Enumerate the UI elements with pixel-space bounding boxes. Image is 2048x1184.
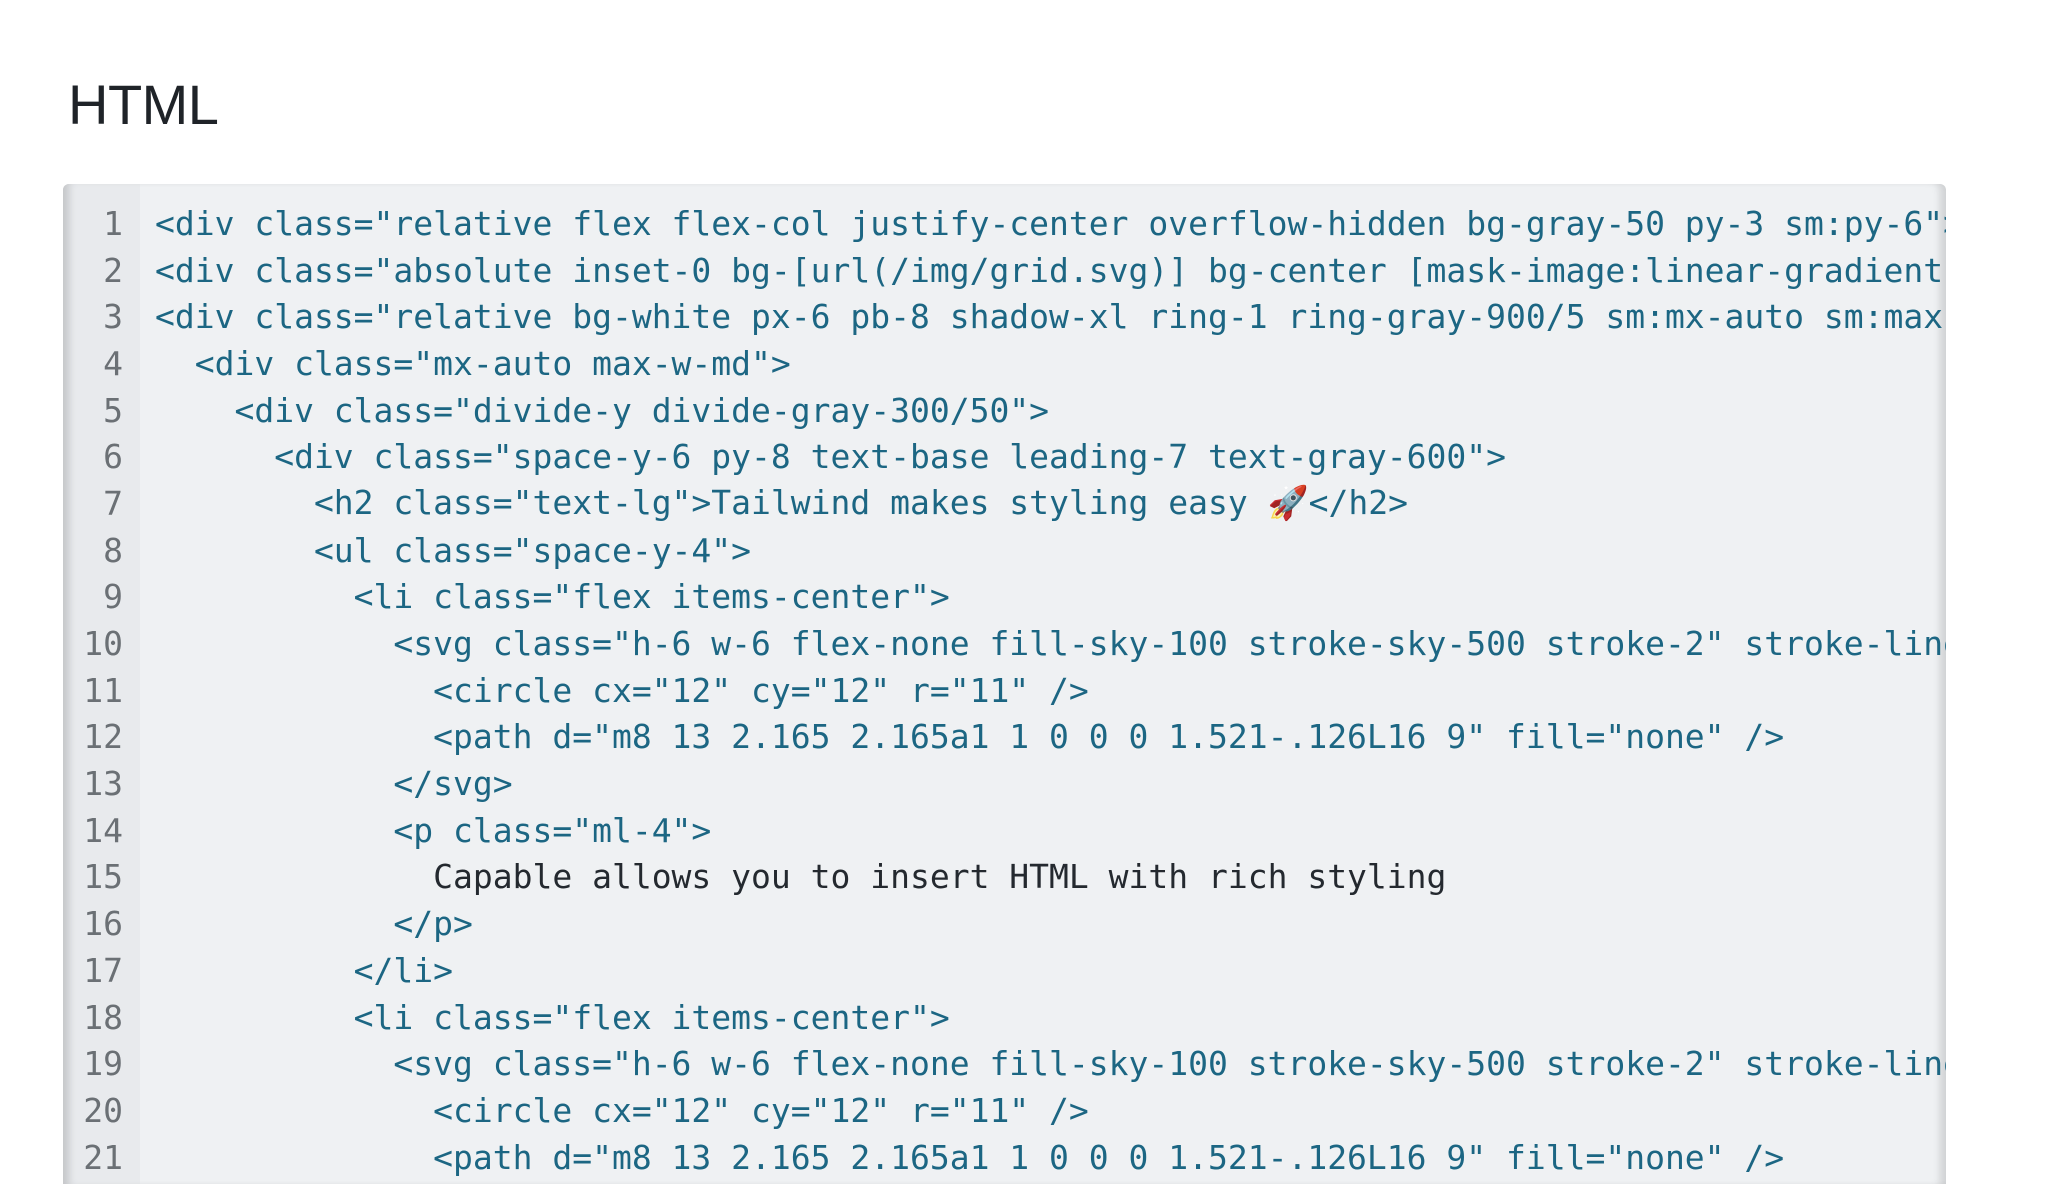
code-text: <svg class="h-6 w-6 flex-none fill-sky-1…	[155, 624, 1946, 664]
code-text: <div class="space-y-6 py-8 text-base lea…	[155, 437, 1507, 477]
line-number: 21	[83, 1137, 123, 1177]
code-text: </p>	[155, 904, 473, 944]
code-text: <div class="absolute inset-0 bg-[url(/im…	[155, 250, 1946, 290]
line-number: 2	[103, 250, 123, 290]
code-line: 3 <div class="relative bg-white px-6 pb-8…	[63, 293, 1946, 340]
line-number: 3	[103, 297, 123, 337]
line-number: 15	[83, 857, 123, 897]
code-line: 18 <li class="flex items-center">	[63, 994, 1946, 1041]
line-number: 8	[103, 530, 123, 570]
line-number: 11	[83, 670, 123, 710]
code-block[interactable]: 1 <div class="relative flex flex-col just…	[63, 184, 1946, 1184]
code-line: 9 <li class="flex items-center">	[63, 574, 1946, 621]
line-number: 14	[83, 810, 123, 850]
code-line: 10 <svg class="h-6 w-6 flex-none fill-sk…	[63, 620, 1946, 667]
code-text: <h2 class="text-lg">Tailwind makes styli…	[155, 483, 1409, 523]
code-line: 4 <div class="mx-auto max-w-md">	[63, 340, 1946, 387]
code-line: 6 <div class="space-y-6 py-8 text-base l…	[63, 433, 1946, 480]
code-line: 14 <p class="ml-4">	[63, 807, 1946, 854]
section-title: HTML	[68, 73, 219, 136]
code-line: 20 <circle cx="12" cy="12" r="11" />	[63, 1087, 1946, 1134]
line-number: 10	[83, 624, 123, 664]
code-line: 2 <div class="absolute inset-0 bg-[url(/i…	[63, 247, 1946, 294]
code-line: 12 <path d="m8 13 2.165 2.165a1 1 0 0 0 …	[63, 714, 1946, 761]
code-line: 21 <path d="m8 13 2.165 2.165a1 1 0 0 0 …	[63, 1134, 1946, 1181]
code-text: <path d="m8 13 2.165 2.165a1 1 0 0 0 1.5…	[155, 717, 1785, 757]
line-number: 13	[83, 764, 123, 804]
line-number: 20	[83, 1090, 123, 1130]
code-text: <li class="flex items-center">	[155, 997, 950, 1037]
line-number-gutter	[63, 184, 140, 1184]
code-line: 8 <ul class="space-y-4">	[63, 527, 1946, 574]
code-lines: 1 <div class="relative flex flex-col just…	[63, 200, 1946, 1180]
code-text: </svg>	[155, 764, 513, 804]
code-line: 5 <div class="divide-y divide-gray-300/5…	[63, 387, 1946, 434]
line-number: 6	[103, 437, 123, 477]
line-number: 4	[103, 343, 123, 383]
code-text: </li>	[155, 950, 454, 990]
line-number: 12	[83, 717, 123, 757]
code-line: 13 </svg>	[63, 760, 1946, 807]
line-number: 16	[83, 904, 123, 944]
code-line: 15 Capable allows you to insert HTML wit…	[63, 854, 1946, 901]
code-text: <div class="relative flex flex-col justi…	[155, 203, 1946, 243]
code-text: <div class="relative bg-white px-6 pb-8 …	[155, 297, 1946, 337]
code-line: 19 <svg class="h-6 w-6 flex-none fill-sk…	[63, 1040, 1946, 1087]
line-number: 1	[103, 203, 123, 243]
code-line: 11 <circle cx="12" cy="12" r="11" />	[63, 667, 1946, 714]
code-text: <ul class="space-y-4">	[155, 530, 752, 570]
line-number: 9	[103, 577, 123, 617]
line-number: 19	[83, 1044, 123, 1084]
code-text: <li class="flex items-center">	[155, 577, 950, 617]
code-line: 7 <h2 class="text-lg">Tailwind makes sty…	[63, 480, 1946, 527]
code-line: 17 </li>	[63, 947, 1946, 994]
code-text: <circle cx="12" cy="12" r="11" />	[155, 1090, 1089, 1130]
code-text: <div class="divide-y divide-gray-300/50"…	[155, 390, 1050, 430]
code-text: <div class="mx-auto max-w-md">	[155, 343, 791, 383]
line-number: 17	[83, 950, 123, 990]
code-text: <circle cx="12" cy="12" r="11" />	[155, 670, 1089, 710]
code-text: <p class="ml-4">	[155, 810, 712, 850]
line-number: 7	[103, 483, 123, 523]
code-text: Capable allows you to insert HTML with r…	[155, 857, 1447, 897]
code-text: <svg class="h-6 w-6 flex-none fill-sky-1…	[155, 1044, 1946, 1084]
code-line: 1 <div class="relative flex flex-col just…	[63, 200, 1946, 247]
line-number: 5	[103, 390, 123, 430]
code-text: <path d="m8 13 2.165 2.165a1 1 0 0 0 1.5…	[155, 1137, 1785, 1177]
line-number: 18	[83, 997, 123, 1037]
code-line: 16 </p>	[63, 900, 1946, 947]
